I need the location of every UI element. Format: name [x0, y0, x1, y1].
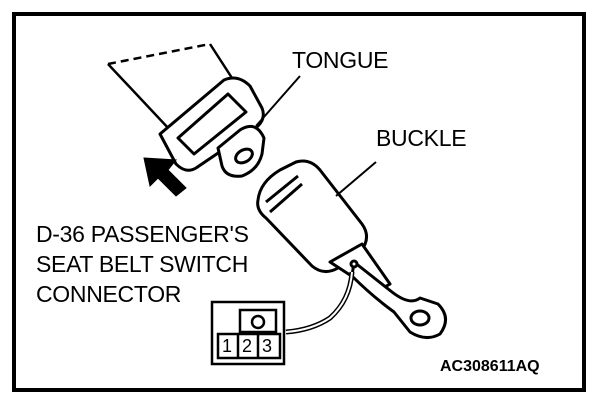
figure-code: AC308611AQ	[440, 358, 540, 375]
tongue-leader-line	[255, 75, 301, 127]
buckle-leader-line	[335, 161, 377, 197]
tongue-plate	[158, 76, 266, 178]
insert-direction-arrow	[143, 157, 187, 197]
switch-connector	[210, 300, 286, 366]
tongue-label: TONGUE	[292, 47, 389, 73]
buckle-body	[256, 159, 447, 339]
belt-webbing	[107, 42, 234, 131]
connector-pin-1: 1	[222, 336, 232, 356]
connector-pin-2: 2	[242, 336, 252, 356]
buckle-label: BUCKLE	[376, 125, 467, 151]
connector-pin-3: 3	[262, 336, 272, 356]
connector-label-line-1: D-36 PASSENGER'S	[36, 221, 249, 247]
connector-label-line-3: CONNECTOR	[36, 281, 182, 307]
connector-label-line-2: SEAT BELT SWITCH	[36, 251, 249, 277]
